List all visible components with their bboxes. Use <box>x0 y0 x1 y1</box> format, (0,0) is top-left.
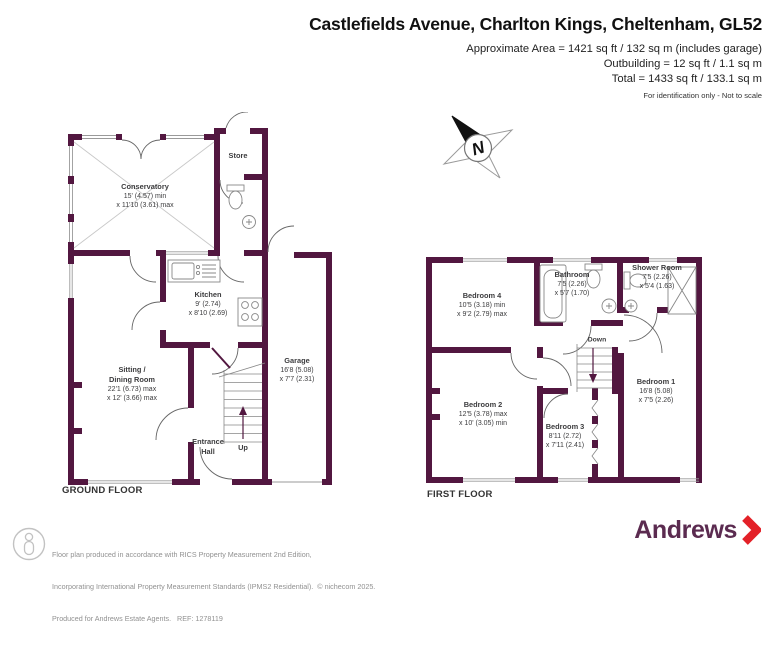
bathtub-icon <box>539 264 567 323</box>
ground-floor-plan: Conservatory 15' (4.57) min x 11'10 (3.6… <box>60 112 345 502</box>
andrews-chevron-icon <box>742 515 761 545</box>
room-label-bedroom4: Bedroom 4 10'5 (3.18) min x 9'2 (2.79) m… <box>457 290 507 318</box>
stairs-down-label: Down <box>587 336 607 344</box>
first-floor-label: FIRST FLOOR <box>427 489 493 500</box>
room-label-store: Store <box>228 151 248 161</box>
room-label-conservatory: Conservatory 15' (4.57) min x 11'10 (3.6… <box>116 181 174 209</box>
disclaimer: Floor plan produced in accordance with R… <box>52 528 375 647</box>
disclaimer-line-1: Floor plan produced in accordance with R… <box>52 549 312 559</box>
andrews-logo-text: Andrews <box>634 515 737 544</box>
first-windows <box>463 258 699 482</box>
up-arrow <box>239 406 247 439</box>
hall-door-leaf <box>211 347 231 369</box>
down-arrow <box>589 348 597 383</box>
compass-icon: N <box>438 110 518 189</box>
floorplan-page: Castlefields Avenue, Charlton Kings, Che… <box>9 14 762 623</box>
kitchen-sink-icon <box>167 259 221 283</box>
ground-windows <box>69 135 322 484</box>
bathroom-sink-icon <box>601 298 617 314</box>
outbuilding-area: Outbuilding = 12 sq ft / 1.1 sq m <box>603 58 762 70</box>
room-label-kitchen: Kitchen 9' (2.74) x 8'10 (2.69) <box>188 289 228 317</box>
nichecom-icon <box>9 522 49 571</box>
first-doors <box>510 312 663 419</box>
wc-toilet-icon <box>226 184 245 210</box>
ground-doors <box>121 112 295 480</box>
room-label-entrance-hall: Entrance Hall <box>192 437 224 456</box>
first-walls <box>426 257 702 483</box>
bathroom-toilet-icon <box>584 263 603 289</box>
room-label-bedroom3: Bedroom 3 8'11 (2.72) x 7'11 (2.41) <box>545 421 585 449</box>
room-label-garage: Garage 16'8 (5.08) x 7'7 (2.31) <box>279 355 315 383</box>
scale-note: For identification only - Not to scale <box>643 91 762 100</box>
room-label-sitting-dining: Sitting / Dining Room 22'1 (6.73) max x … <box>107 365 157 402</box>
first-floor-plan: Bedroom 4 10'5 (3.18) min x 9'2 (2.79) m… <box>425 248 710 493</box>
room-label-bedroom2: Bedroom 2 12'5 (3.78) max x 10' (3.05) m… <box>458 399 508 427</box>
stairs-up-icon <box>218 362 266 444</box>
chimney-recess <box>74 388 82 428</box>
ground-floor-label: GROUND FLOOR <box>62 485 143 496</box>
wc-sink-icon <box>242 215 256 229</box>
conservatory-cross <box>73 141 215 249</box>
wardrobe-doors <box>591 399 599 465</box>
disclaimer-line-2: Incorporating International Property Mea… <box>52 581 376 591</box>
header: Castlefields Avenue, Charlton Kings, Che… <box>309 14 762 100</box>
stairs-up-label: Up <box>238 443 248 453</box>
stairs-down-icon <box>576 344 612 392</box>
andrews-logo: Andrews <box>634 515 761 545</box>
total-area: Total = 1433 sq ft / 133.1 sq m <box>611 73 762 85</box>
room-label-bathroom: Bathroom 7'5 (2.26) x 5'7 (1.70) <box>554 269 590 297</box>
page-title: Castlefields Avenue, Charlton Kings, Che… <box>309 14 762 34</box>
shower-toilet-icon <box>623 271 647 290</box>
approximate-area: Approximate Area = 1421 sq ft / 132 sq m… <box>466 43 762 55</box>
chimney-recess-ff <box>432 394 440 414</box>
disclaimer-line-3: Produced for Andrews Estate Agents. REF:… <box>52 614 223 624</box>
room-label-shower-room: Shower Room 7'5 (2.26) x 5'4 (1.63) <box>632 262 682 290</box>
shower-cubicle-icon <box>667 266 697 315</box>
shower-sink-icon <box>624 299 638 313</box>
stove-icon <box>237 297 263 327</box>
room-label-bedroom1: Bedroom 1 16'8 (5.08) x 7'5 (2.26) <box>636 376 676 404</box>
